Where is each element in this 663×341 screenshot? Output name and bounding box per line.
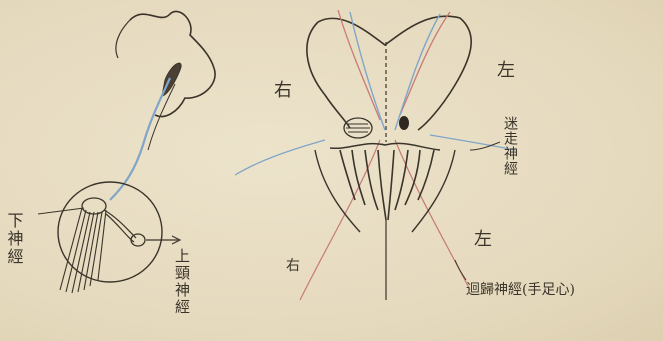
- label-right-left-bottom: 右: [286, 258, 300, 274]
- right-drawing: [235, 10, 515, 300]
- label-right-upper: 迷走神經: [502, 116, 518, 176]
- label-left-upper-1: 下神經: [5, 212, 24, 266]
- label-right-left-top: 右: [274, 80, 292, 101]
- label-left-lower: 上頸神經: [173, 248, 191, 316]
- label-right-bottom: 迴歸神經(手足心): [466, 281, 575, 298]
- label-right-mid: 左: [474, 229, 492, 250]
- label-right-top-side: 左: [497, 60, 515, 81]
